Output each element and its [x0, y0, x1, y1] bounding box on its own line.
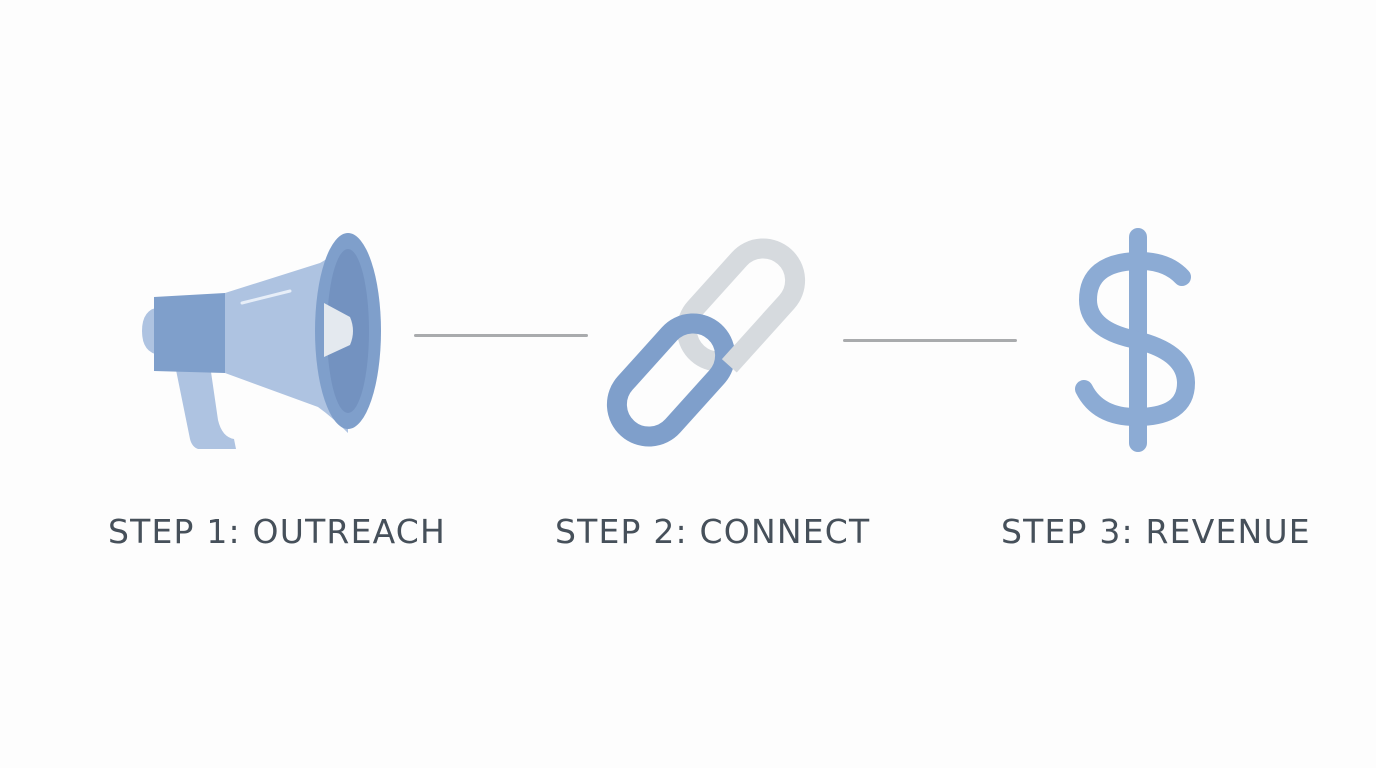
step-label-connect: STEP 2: CONNECT: [555, 512, 871, 551]
chain-link-icon: [606, 238, 806, 447]
megaphone-icon: [142, 233, 381, 449]
connector-line-1: [414, 334, 588, 337]
dollar-sign-icon: [1075, 228, 1195, 452]
connector-line-2: [843, 339, 1017, 342]
step-label-outreach: STEP 1: OUTREACH: [108, 512, 447, 551]
step-label-revenue: STEP 3: REVENUE: [1001, 512, 1311, 551]
